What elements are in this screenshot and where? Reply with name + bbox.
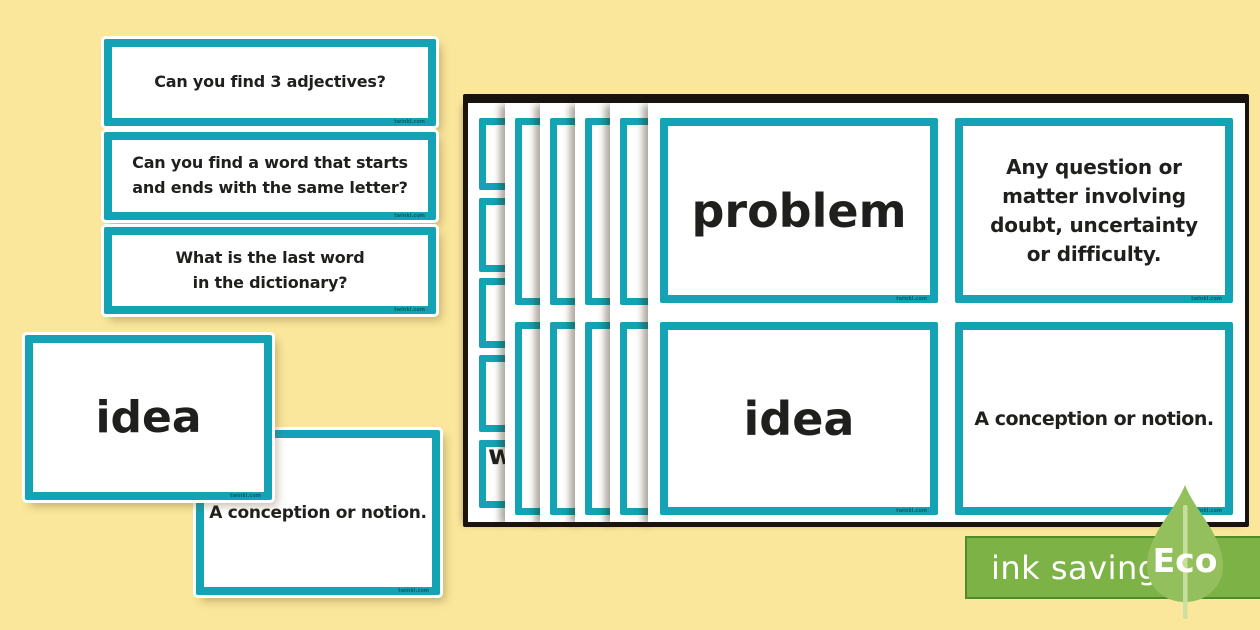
eco-leaf-icon: Eco [1143, 483, 1227, 623]
leaf-shape [1147, 485, 1223, 619]
twinkl-watermark: twinkl.com [230, 493, 261, 499]
question-line: in the dictionary? [192, 272, 348, 292]
card-edge-sliver [479, 198, 505, 272]
definition-line: matter involving [1002, 183, 1186, 208]
loose-definition-text: A conception or notion. [209, 502, 427, 523]
definition-line: doubt, uncertainty [990, 212, 1198, 237]
twinkl-watermark: twinkl.com [1191, 296, 1222, 302]
eco-label: Eco [1152, 541, 1218, 580]
page-edge-letter: w [488, 440, 505, 471]
stacked-page-edge-strips: w [468, 103, 505, 522]
card-edge-sliver [479, 278, 505, 348]
front-page: problem twinkl.com Any question or matte… [648, 103, 1245, 522]
twinkl-watermark: twinkl.com [394, 119, 425, 125]
ink-saving-label: ink saving [991, 548, 1159, 587]
question-strip-1: Can you find 3 adjectives? twinkl.com [104, 39, 436, 126]
question-strip-3-text: What is the last word in the dictionary? [175, 246, 364, 296]
question-line: Can you find a word that starts [132, 153, 408, 173]
definition-card-problem: Any question or matter involving doubt, … [955, 118, 1233, 303]
question-strip-2: Can you find a word that starts and ends… [104, 132, 436, 220]
definition-card-idea: A conception or notion. twinkl.com [955, 322, 1233, 515]
question-line: and ends with the same letter? [132, 178, 408, 197]
twinkl-watermark: twinkl.com [394, 213, 425, 219]
twinkl-watermark: twinkl.com [1191, 508, 1222, 514]
word-card-problem: problem twinkl.com [660, 118, 938, 303]
twinkl-watermark: twinkl.com [896, 508, 927, 514]
word-card-problem-text: problem [691, 183, 907, 238]
loose-definition-card: A conception or notion. twinkl.com [196, 430, 440, 595]
card-edge-sliver [479, 440, 505, 508]
question-line: Can you find 3 adjectives? [154, 72, 386, 92]
definition-line: or difficulty. [1026, 241, 1162, 266]
definition-card-problem-text: Any question or matter involving doubt, … [990, 153, 1198, 269]
loose-word-text: idea [95, 392, 202, 443]
question-strip-3: What is the last word in the dictionary?… [104, 227, 436, 314]
card-edge-sliver [479, 355, 505, 432]
twinkl-watermark: twinkl.com [394, 307, 425, 313]
question-line: What is the last word [175, 247, 365, 267]
definition-card-idea-text: A conception or notion. [974, 407, 1214, 430]
word-card-idea: idea twinkl.com [660, 322, 938, 515]
question-strip-2-text: Can you find a word that starts and ends… [132, 151, 408, 201]
question-strip-1-text: Can you find 3 adjectives? [154, 70, 386, 95]
twinkl-watermark: twinkl.com [398, 588, 429, 594]
word-card-idea-text: idea [743, 391, 855, 446]
twinkl-watermark: twinkl.com [896, 296, 927, 302]
loose-word-card: idea twinkl.com [25, 335, 272, 500]
card-edge-sliver [479, 118, 505, 190]
definition-line: Any question or [1006, 154, 1182, 179]
